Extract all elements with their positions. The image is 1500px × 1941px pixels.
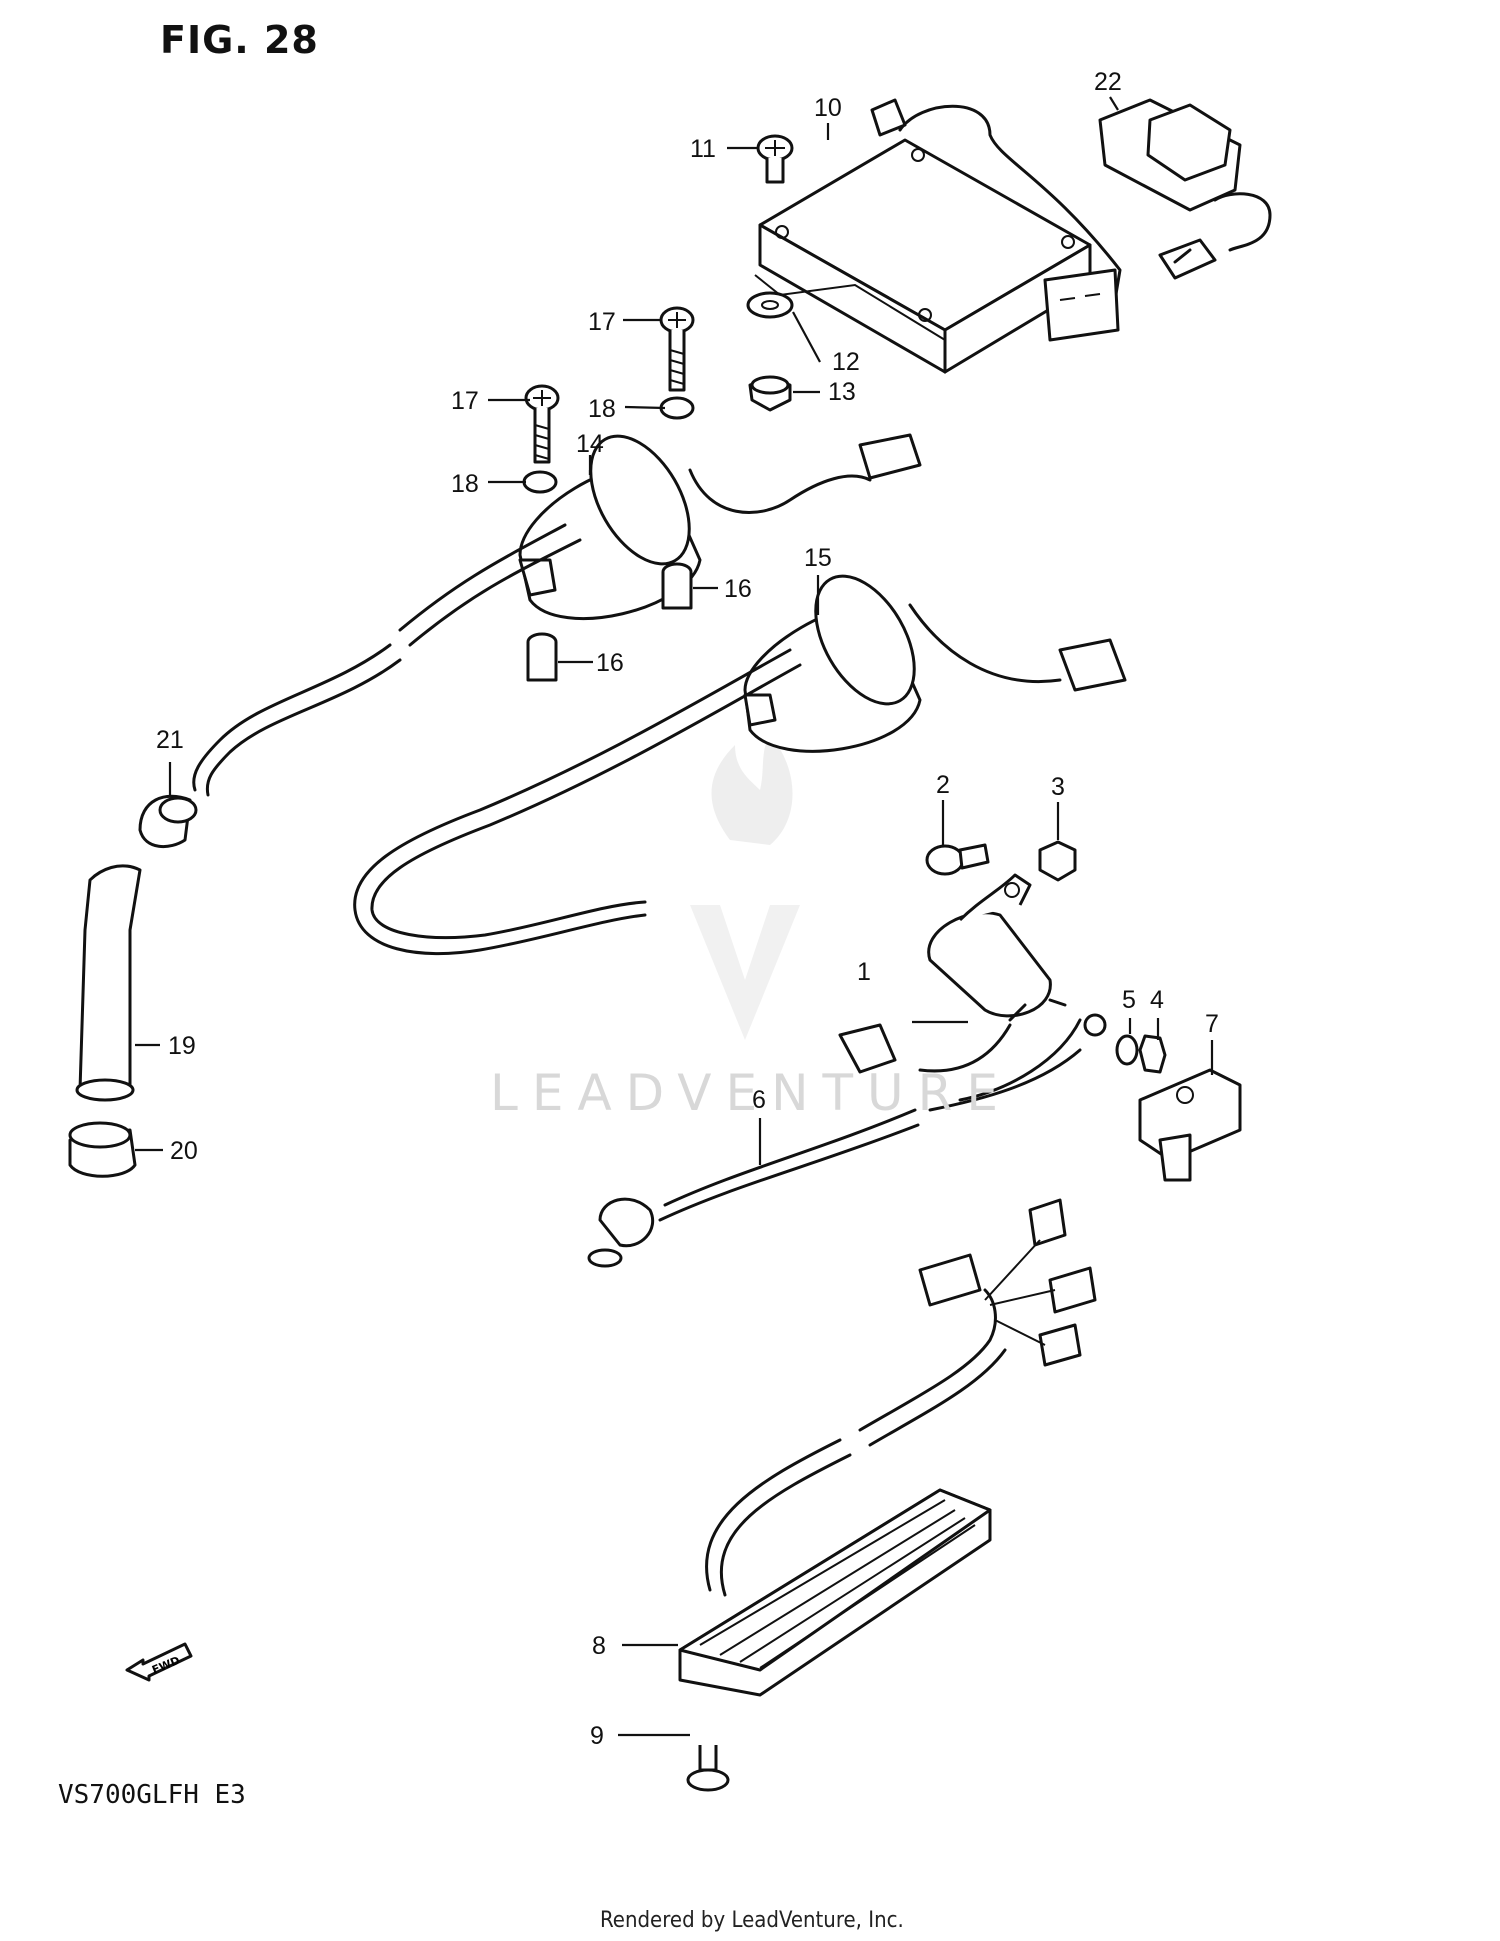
part-washer-18b [522,470,558,494]
part-nut-4 [1138,1034,1167,1074]
model-code: VS700GLFH E3 [58,1780,246,1810]
callout-7: 7 [1205,1010,1219,1038]
part-ignition-coil-15 [353,574,1127,956]
callout-3: 3 [1051,773,1065,801]
callout-18b: 18 [451,470,479,498]
part-sleeve-16b [526,632,558,682]
callout-18a: 18 [588,395,616,423]
part-plug-cap-20 [68,1121,137,1178]
figure-title: FIG. 28 [160,18,319,62]
callout-4: 4 [1150,986,1164,1014]
forward-arrow-icon: FWD [125,1640,195,1689]
callout-labels: 1 2 3 4 5 6 7 8 9 10 11 12 13 14 15 16 1… [156,68,1219,1750]
callout-12: 12 [832,348,860,376]
callout-11: 11 [690,135,716,163]
part-terminal-cover-7 [1138,1068,1242,1182]
leadventure-flame-logo [690,735,800,1040]
callout-8: 8 [592,1632,606,1660]
callout-6: 6 [752,1086,766,1114]
part-ignitor-unit [754,98,1122,374]
part-washer-18a [659,396,695,420]
callout-10: 10 [814,94,842,122]
part-sleeve-16a [661,562,693,610]
callout-17b: 17 [588,308,616,336]
part-bolt-17b [524,384,560,464]
footer-credit: Rendered by LeadVenture, Inc. [600,1908,904,1933]
part-relay [1098,98,1272,280]
callout-17a: 17 [451,387,479,415]
callout-21: 21 [156,726,184,754]
part-bolt-2 [925,843,990,876]
part-nut-3 [1038,840,1077,882]
part-regulator-rectifier-8 [678,1198,1097,1697]
callout-22: 22 [1094,68,1122,96]
part-battery-lead-6 [587,1048,1082,1268]
watermark-text: LEADVENTURE [490,1064,1012,1122]
part-bolt-17a [659,306,695,392]
part-screw-11 [756,134,794,184]
callout-leaders [135,96,1214,1737]
part-starter-relay-1 [838,873,1107,1102]
callout-16a: 16 [724,575,752,603]
callout-20: 20 [170,1137,198,1165]
callout-13: 13 [828,378,856,406]
callout-14: 14 [576,430,604,458]
part-washer-12 [746,291,794,319]
callout-19: 19 [168,1032,196,1060]
callout-15: 15 [804,544,832,572]
part-washer-5 [1115,1034,1139,1066]
part-screw-9 [686,1745,730,1792]
callout-1: 1 [857,958,871,986]
callout-9: 9 [590,1722,604,1750]
callout-16b: 16 [596,649,624,677]
callout-5: 5 [1122,986,1136,1014]
part-plug-cap-19 [75,864,142,1102]
callout-2: 2 [936,771,950,799]
part-ignition-coil-14 [192,433,922,797]
